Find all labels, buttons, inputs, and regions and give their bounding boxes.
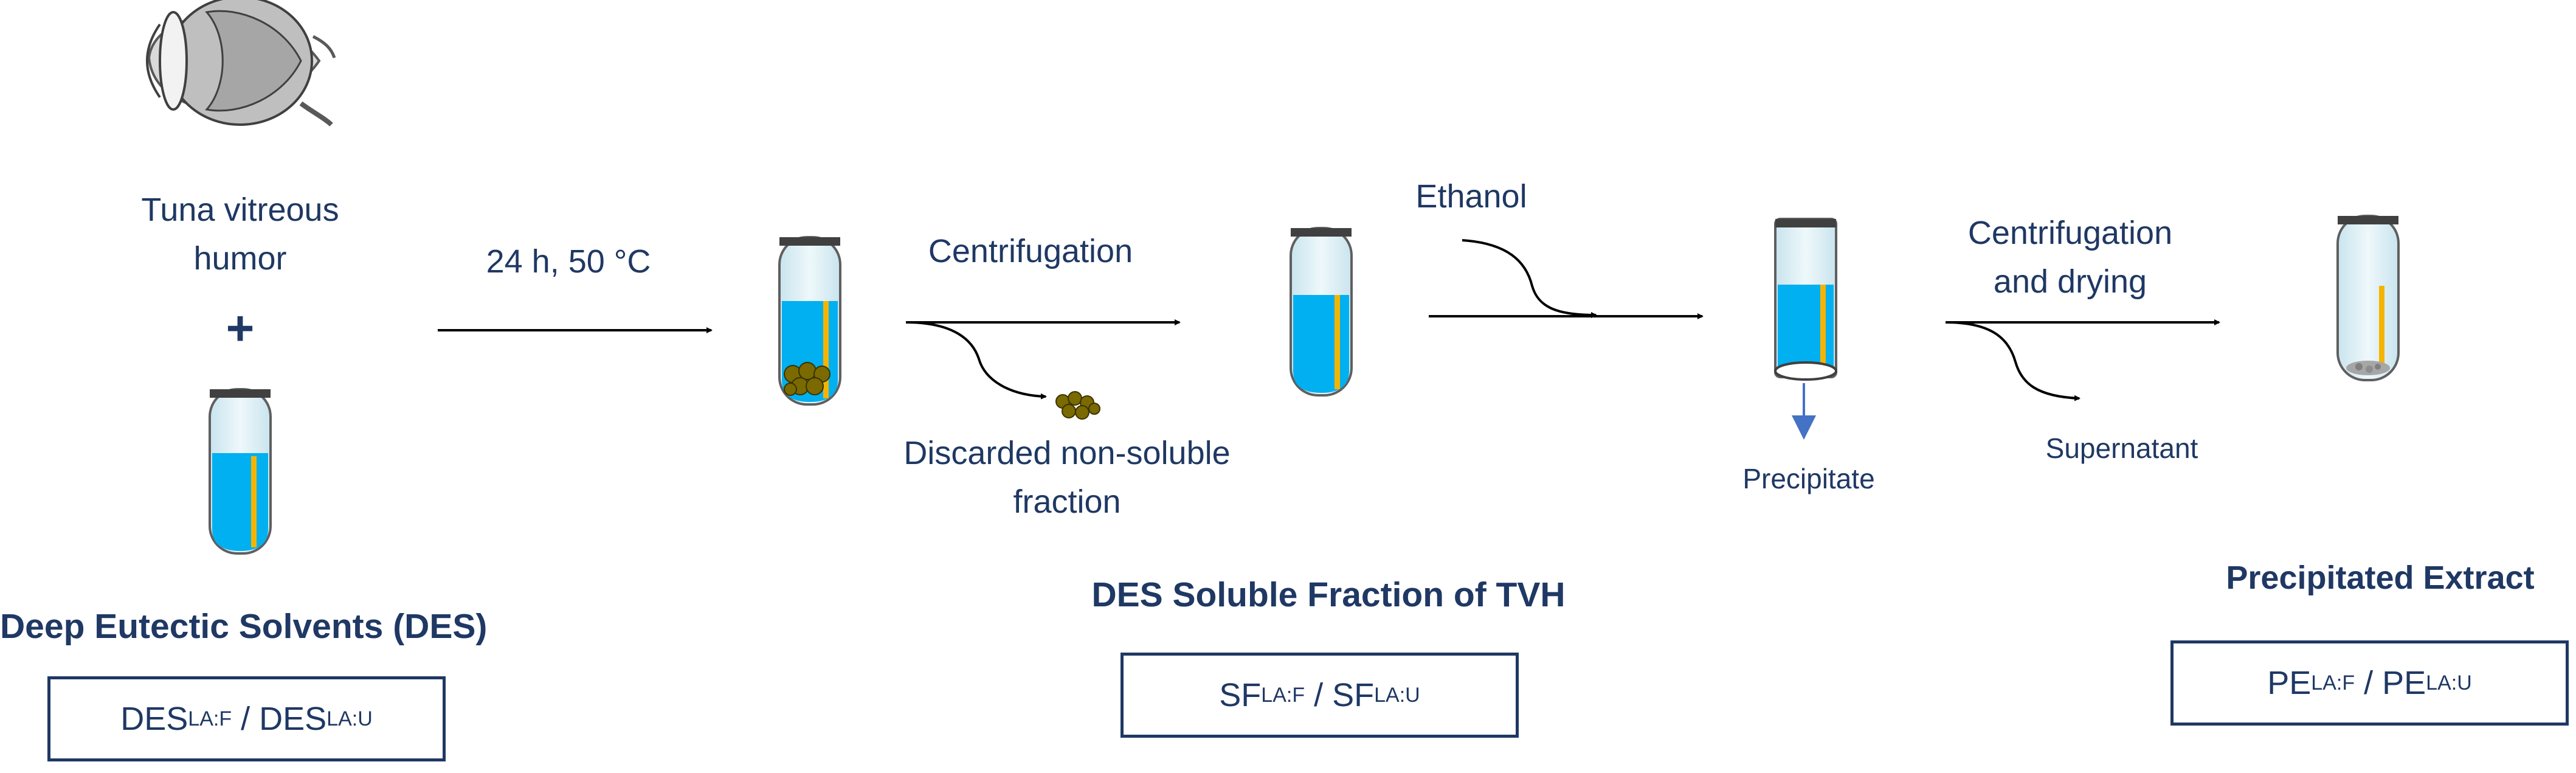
test-tube-icon (1774, 218, 1837, 381)
discard-arrow (905, 321, 1047, 400)
source-label-line1: Tuna vitreous (141, 192, 339, 228)
sf-variant-a-sub: LA:F (1261, 683, 1305, 707)
supernatant-arrow (1945, 321, 2080, 401)
pe-variant-a: PE (2267, 665, 2312, 701)
test-tube-icon (778, 236, 841, 406)
sf-separator: / (1305, 677, 1333, 713)
eye-icon (146, 0, 336, 127)
test-tube-icon (209, 388, 272, 555)
centrifugation-drying-line2: and drying (1993, 263, 2147, 300)
discarded-label-line1: Discarded non-soluble (903, 435, 1231, 471)
incubation-label: 24 h, 50 °C (486, 243, 651, 280)
des-variant-a-sub: LA:F (188, 707, 232, 730)
test-tube-icon (2336, 215, 2400, 381)
sf-variant-a: SF (1219, 677, 1262, 713)
des-title: Deep Eutectic Solvents (DES) (0, 607, 488, 646)
sf-variant-b: SF (1332, 677, 1375, 713)
particles-icon (1055, 391, 1100, 420)
des-variant-b: DES (259, 701, 327, 737)
des-variant-b-sub: LA:U (326, 707, 373, 730)
des-separator: / (232, 701, 260, 737)
ethanol-addition-arrow (1462, 239, 1597, 318)
extract-title: Precipitated Extract (2226, 560, 2535, 596)
centrifugation-drying-line1: Centrifugation (1967, 215, 2173, 251)
plus-sign: + (226, 301, 255, 355)
pe-variant-b: PE (2382, 665, 2426, 701)
sf-variant-b-sub: LA:U (1374, 683, 1420, 707)
centrifugation-label: Centrifugation (928, 233, 1133, 269)
soluble-fraction-title: DES Soluble Fraction of TVH (1091, 575, 1566, 614)
ethanol-label: Ethanol (1415, 178, 1527, 215)
supernatant-label: Supernatant (2045, 432, 2198, 464)
pe-separator: / (2355, 665, 2383, 701)
particles-icon (784, 362, 830, 396)
source-label-line2: humor (193, 240, 287, 277)
des-variant-a: DES (120, 701, 188, 737)
precipitate-label: Precipitate (1742, 463, 1875, 494)
pe-variant-b-sub: LA:U (2426, 671, 2472, 695)
pe-variant-a-sub: LA:F (2311, 671, 2355, 695)
discarded-label-line2: fraction (1013, 484, 1121, 520)
test-tube-icon (1290, 227, 1353, 397)
